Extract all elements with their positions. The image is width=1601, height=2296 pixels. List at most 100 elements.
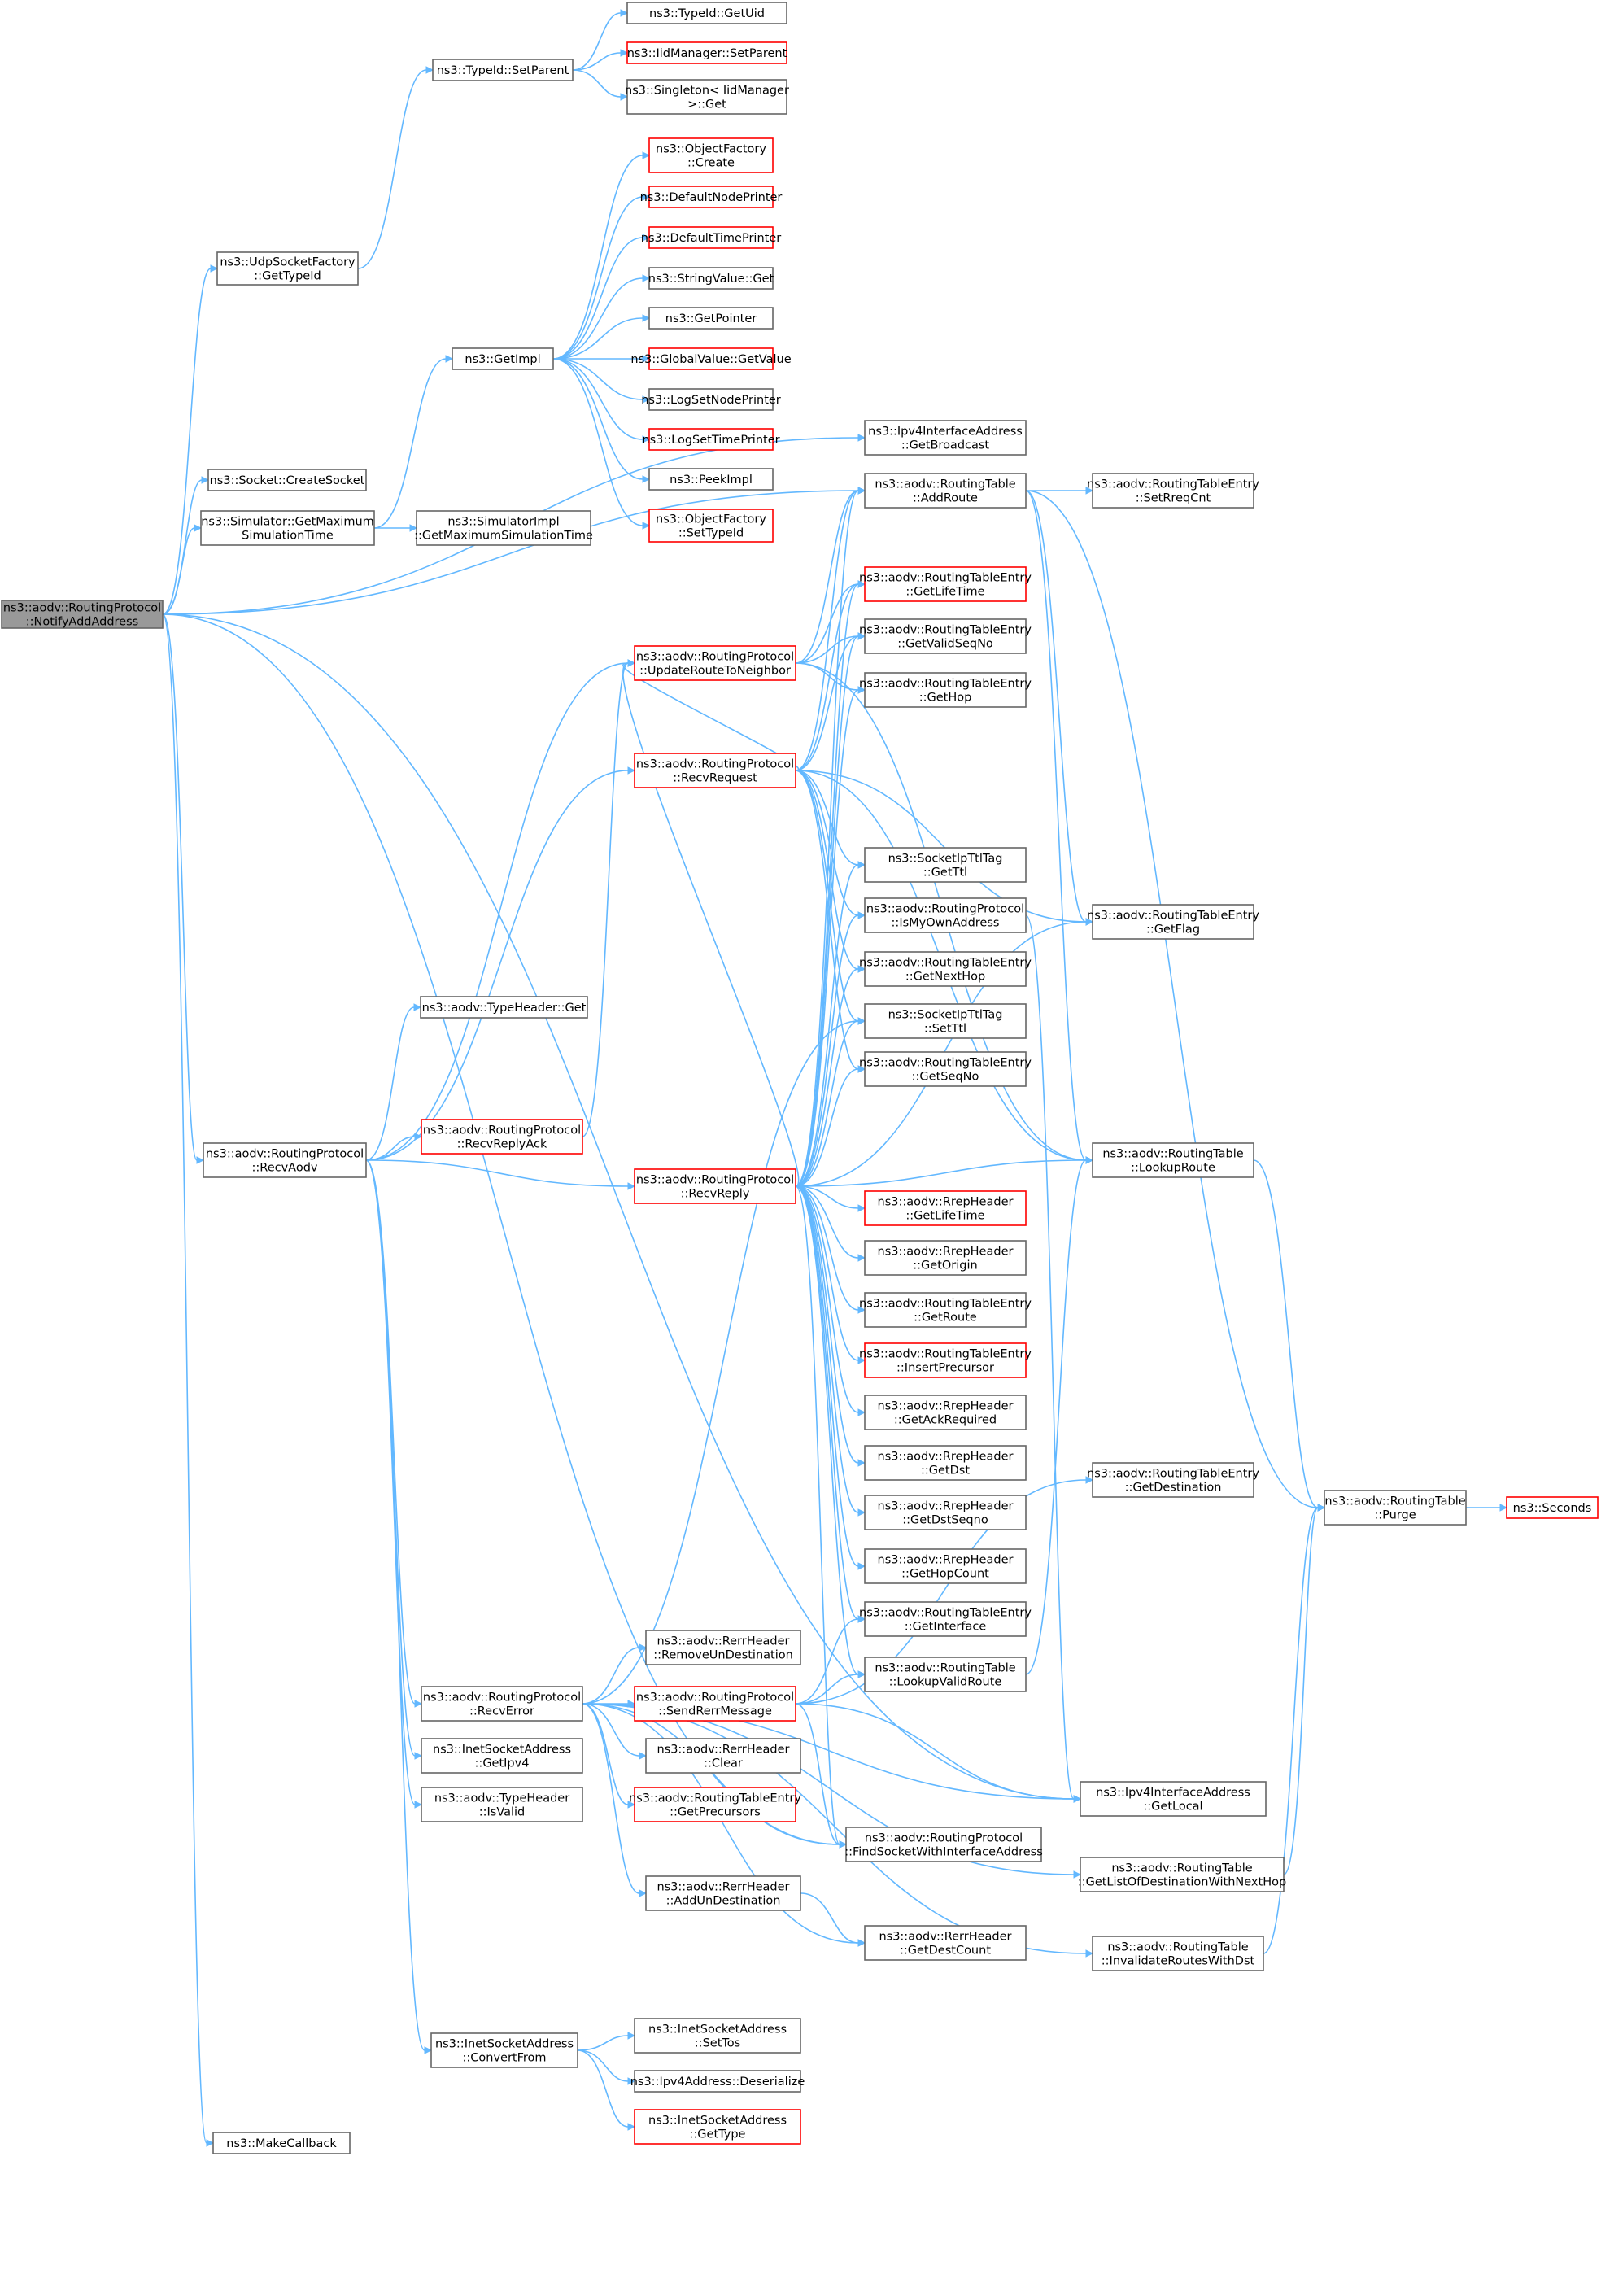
node-isvalid[interactable]: ns3::aodv::TypeHeader::IsValid [421, 1787, 583, 1822]
node-label: ns3::aodv::RoutingTableEntry [1087, 910, 1259, 923]
node-ofcreate[interactable]: ns3::ObjectFactory::Create [648, 137, 774, 173]
node-rerrclear[interactable]: ns3::aodv::RerrHeader::Clear [645, 1738, 801, 1774]
node-recvreply[interactable]: ns3::aodv::RoutingProtocol::RecvReply [634, 1168, 796, 1204]
edge-arrowhead [1085, 487, 1094, 495]
edge-setparent-getuid [572, 12, 622, 71]
node-getimpl[interactable]: ns3::GetImpl [452, 347, 554, 370]
node-getbroadcast[interactable]: ns3::Ipv4InterfaceAddress::GetBroadcast [864, 420, 1027, 456]
node-typeheaderget[interactable]: ns3::aodv::TypeHeader::Get [420, 996, 588, 1019]
node-label: ::GetLifeTime [905, 1210, 984, 1223]
node-getlistdest[interactable]: ns3::aodv::RoutingTable::GetListOfDestin… [1078, 1857, 1286, 1892]
node-box [1092, 1462, 1254, 1498]
node-simimplmax[interactable]: ns3::SimulatorImpl::GetMaximumSimulation… [414, 510, 593, 546]
node-peekimpl[interactable]: ns3::PeekImpl [648, 468, 774, 491]
node-getdestination[interactable]: ns3::aodv::RoutingTableEntry::GetDestina… [1087, 1462, 1259, 1498]
node-label: ns3::aodv::RoutingTable [1107, 1941, 1248, 1954]
node-removeundest[interactable]: ns3::aodv::RerrHeader::RemoveUnDestinati… [645, 1630, 801, 1665]
node-invalidate[interactable]: ns3::aodv::RoutingTable::InvalidateRoute… [1092, 1936, 1264, 1971]
node-box [645, 1875, 801, 1911]
node-label: ns3::aodv::RoutingTable [1111, 1862, 1252, 1875]
edge-recvreply-getorigin [795, 1185, 859, 1259]
node-box [645, 1738, 801, 1774]
node-rrepgetlifetime[interactable]: ns3::aodv::RrepHeader::GetLifeTime [864, 1190, 1027, 1226]
node-udpsf[interactable]: ns3::UdpSocketFactory::GetTypeId [216, 251, 359, 286]
node-getinterface[interactable]: ns3::aodv::RoutingTableEntry::GetInterfa… [859, 1601, 1032, 1637]
node-addroute[interactable]: ns3::aodv::RoutingTable::AddRoute [864, 473, 1027, 509]
node-ofsettypeid[interactable]: ns3::ObjectFactory::SetTypeId [648, 509, 774, 543]
node-notify[interactable]: ns3::aodv::RoutingProtocol::NotifyAddAdd… [1, 600, 164, 629]
node-gettype[interactable]: ns3::InetSocketAddress::GetType [634, 2109, 801, 2145]
node-getlocal[interactable]: ns3::Ipv4InterfaceAddress::GetLocal [1080, 1781, 1267, 1817]
node-label: ns3::aodv::RerrHeader [657, 1881, 789, 1894]
node-gvget[interactable]: ns3::GlobalValue::GetValue [630, 347, 792, 370]
node-iidsetparent[interactable]: ns3::IidManager::SetParent [626, 41, 787, 64]
node-seconds[interactable]: ns3::Seconds [1506, 1496, 1599, 1519]
node-getuid[interactable]: ns3::TypeId::GetUid [626, 2, 787, 24]
node-getvalidseqno[interactable]: ns3::aodv::RoutingTableEntry::GetValidSe… [859, 618, 1032, 654]
edge-updroute-gethop [795, 662, 859, 691]
edge-recvreply-getackreq [795, 1185, 859, 1413]
node-lstp[interactable]: ns3::LogSetTimePrinter [642, 428, 780, 451]
node-lookuproute[interactable]: ns3::aodv::RoutingTable::LookupRoute [1092, 1142, 1254, 1178]
node-settos[interactable]: ns3::InetSocketAddress::SetTos [634, 2018, 801, 2054]
edge-recvreply-gethopcount [795, 1185, 859, 1567]
node-lsnp[interactable]: ns3::LogSetNodePrinter [641, 388, 781, 411]
node-gethopcount[interactable]: ns3::aodv::RrepHeader::GetHopCount [864, 1548, 1027, 1584]
node-recverror[interactable]: ns3::aodv::RoutingProtocol::RecvError [421, 1686, 583, 1722]
node-purge[interactable]: ns3::aodv::RoutingTable::Purge [1324, 1490, 1467, 1526]
edge-recvrequest-getnexthop [795, 770, 859, 970]
node-getprecursors[interactable]: ns3::aodv::RoutingTableEntry::GetPrecurs… [629, 1787, 801, 1822]
node-getdstseqno[interactable]: ns3::aodv::RrepHeader::GetDstSeqno [864, 1495, 1027, 1530]
node-setrreqcnt[interactable]: ns3::aodv::RoutingTableEntry::SetRreqCnt [1087, 473, 1259, 509]
node-lookupvalid[interactable]: ns3::aodv::RoutingTable::LookupValidRout… [864, 1657, 1027, 1692]
node-updroute[interactable]: ns3::aodv::RoutingProtocol::UpdateRouteT… [634, 645, 796, 681]
node-inetgetipv4[interactable]: ns3::InetSocketAddress::GetIpv4 [421, 1738, 583, 1774]
node-getflag[interactable]: ns3::aodv::RoutingTableEntry::GetFlag [1087, 904, 1259, 940]
node-label: ns3::Ipv4Address::Deserialize [630, 2076, 805, 2089]
node-box [1324, 1490, 1467, 1526]
node-getorigin[interactable]: ns3::aodv::RrepHeader::GetOrigin [864, 1240, 1027, 1276]
node-ismyown[interactable]: ns3::aodv::RoutingProtocol::IsMyOwnAddre… [864, 897, 1027, 933]
node-addundest[interactable]: ns3::aodv::RerrHeader::AddUnDestination [645, 1875, 801, 1911]
node-getlifetime[interactable]: ns3::aodv::RoutingTableEntry::GetLifeTim… [859, 566, 1032, 602]
edge-arrowhead [627, 1801, 636, 1809]
node-getseqno[interactable]: ns3::aodv::RoutingTableEntry::GetSeqNo [859, 1051, 1032, 1087]
node-setparent[interactable]: ns3::TypeId::SetParent [432, 59, 574, 81]
node-box [1092, 473, 1254, 509]
node-getnexthop[interactable]: ns3::aodv::RoutingTableEntry::GetNextHop [859, 951, 1032, 987]
node-getpointer[interactable]: ns3::GetPointer [648, 307, 774, 330]
node-svget[interactable]: ns3::StringValue::Get [648, 267, 774, 290]
node-box [430, 2032, 578, 2068]
node-createsocket[interactable]: ns3::Socket::CreateSocket [207, 469, 367, 491]
node-deserialize[interactable]: ns3::Ipv4Address::Deserialize [630, 2070, 805, 2093]
node-label: ns3::InetSocketAddress [648, 2023, 787, 2036]
node-label: ns3::Singleton< IidManager [625, 85, 789, 98]
node-singleton[interactable]: ns3::Singleton< IidManager>::Get [625, 79, 789, 115]
node-getttl[interactable]: ns3::SocketIpTtlTag::GetTtl [864, 847, 1027, 883]
node-box [864, 1548, 1027, 1584]
node-getdestcount[interactable]: ns3::aodv::RerrHeader::GetDestCount [864, 1925, 1027, 1961]
node-makecallback[interactable]: ns3::MakeCallback [212, 2132, 351, 2154]
node-recvrequest[interactable]: ns3::aodv::RoutingProtocol::RecvRequest [634, 753, 796, 788]
node-getroute[interactable]: ns3::aodv::RoutingTableEntry::GetRoute [859, 1292, 1032, 1328]
edge-addroute-purge [1025, 490, 1319, 1508]
node-recvaodv[interactable]: ns3::aodv::RoutingProtocol::RecvAodv [203, 1142, 367, 1178]
node-getdst[interactable]: ns3::aodv::RrepHeader::GetDst [864, 1445, 1027, 1481]
node-label: ::GetNextHop [905, 971, 985, 984]
node-label: ns3::aodv::RoutingTableEntry [1087, 478, 1259, 491]
node-insertprec[interactable]: ns3::aodv::RoutingTableEntry::InsertPrec… [859, 1342, 1032, 1378]
edge-recvaodv-typeheaderget [365, 1006, 415, 1161]
node-box [634, 1686, 796, 1722]
node-setttl[interactable]: ns3::SocketIpTtlTag::SetTtl [864, 1003, 1027, 1039]
node-gethop[interactable]: ns3::aodv::RoutingTableEntry::GetHop [859, 672, 1032, 708]
node-dtp[interactable]: ns3::DefaultTimePrinter [641, 226, 781, 249]
node-recvreplyack[interactable]: ns3::aodv::RoutingProtocol::RecvReplyAck [421, 1119, 583, 1155]
node-dnp[interactable]: ns3::DefaultNodePrinter [640, 186, 783, 208]
edge-arrowhead [409, 524, 418, 532]
node-getackreq[interactable]: ns3::aodv::RrepHeader::GetAckRequired [864, 1395, 1027, 1430]
node-simgetmax[interactable]: ns3::Simulator::GetMaximumSimulationTime [200, 510, 375, 546]
node-box [648, 509, 774, 543]
node-findsocket[interactable]: ns3::aodv::RoutingProtocol::FindSocketWi… [844, 1827, 1043, 1862]
node-sendrerr[interactable]: ns3::aodv::RoutingProtocol::SendRerrMess… [634, 1686, 796, 1722]
node-convertfrom[interactable]: ns3::InetSocketAddress::ConvertFrom [430, 2032, 578, 2068]
